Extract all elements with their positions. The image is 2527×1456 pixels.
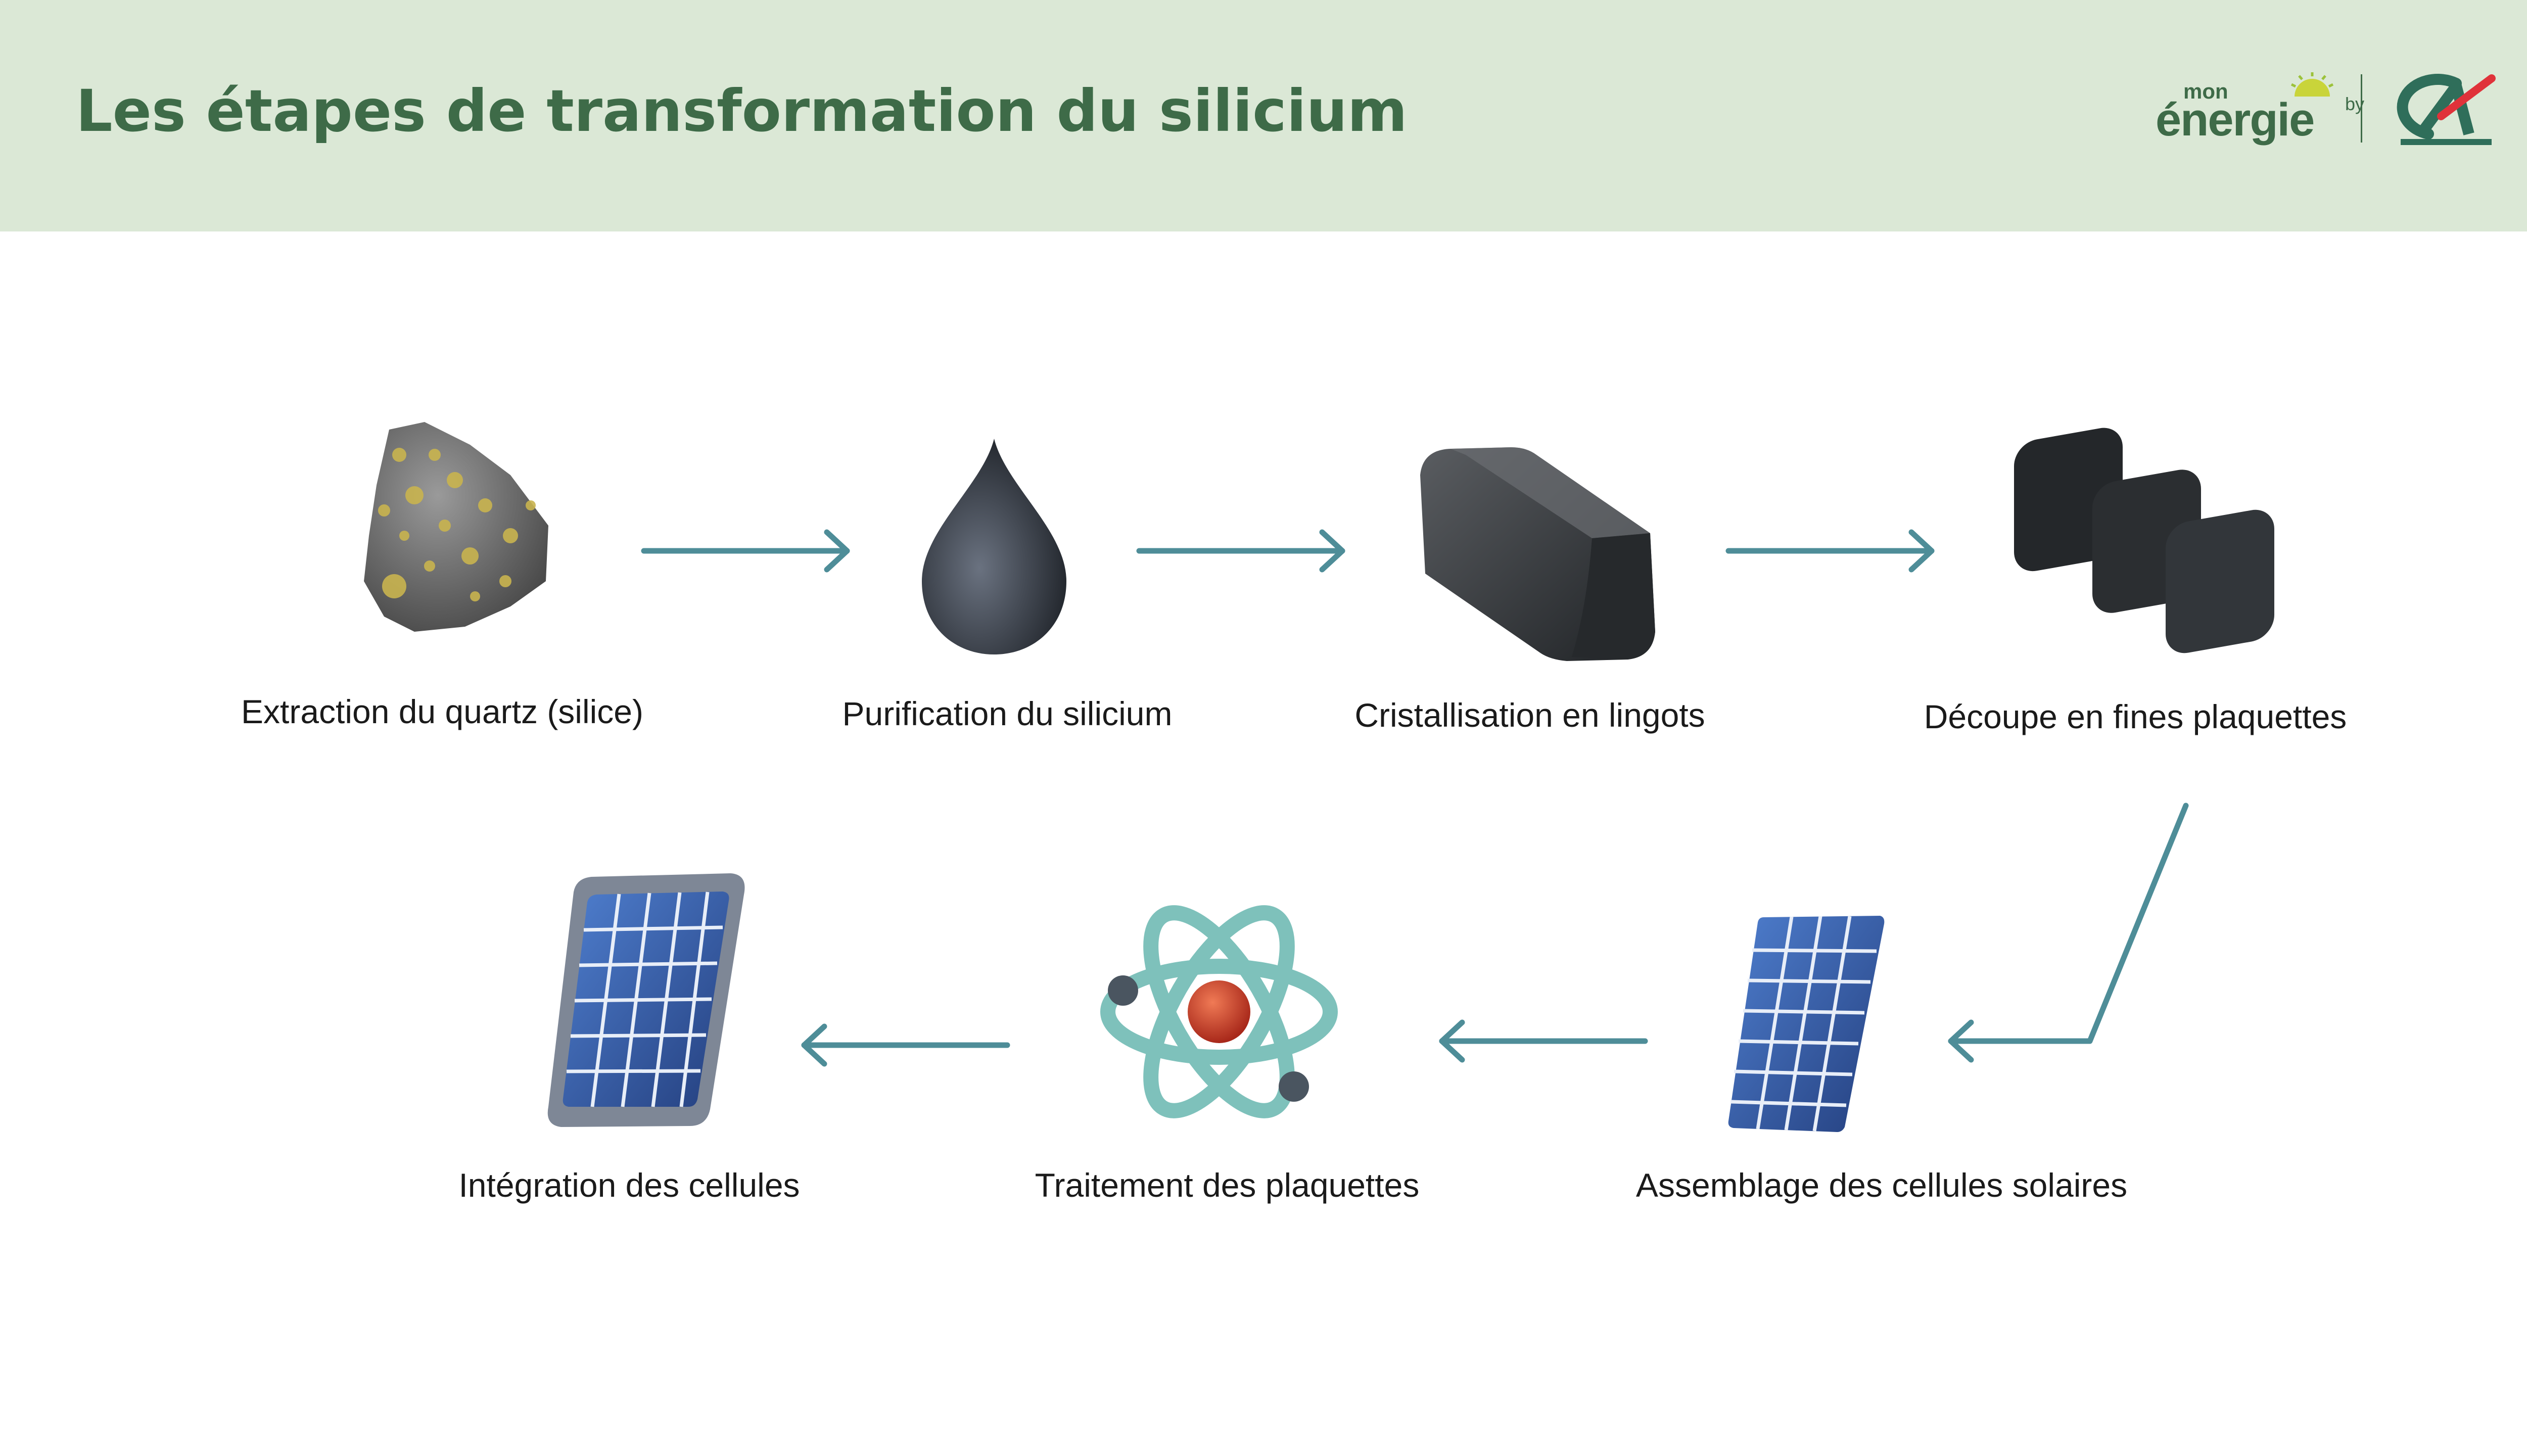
arrow-right-1: [641, 529, 850, 573]
arrow-down-left: [1948, 803, 2189, 1063]
ingot-icon: [1420, 447, 1655, 661]
arrow-left-5: [1439, 1019, 1648, 1063]
electron: [1279, 1071, 1309, 1102]
step-label-decoupe: Découpe en fines plaquettes: [1924, 698, 2347, 735]
mon-energie-logo: mon énergie by: [2145, 63, 2509, 152]
page-title: Les étapes de transformation du silicium: [76, 77, 1408, 145]
logo-energie-text: énergie: [2156, 94, 2315, 146]
arrow-left-6: [801, 1023, 1010, 1067]
atom-icon: [1100, 905, 1338, 1118]
sun-icon: [2290, 72, 2334, 97]
solar-panel-icon: [547, 873, 745, 1127]
quartz-rock-icon: [364, 422, 548, 632]
silicon-drop-icon: [922, 439, 1066, 654]
step-label-extraction: Extraction du quartz (silice): [241, 693, 643, 730]
arrow-right-3: [1725, 529, 1935, 573]
credit-agricole-logo-icon: [2397, 74, 2496, 145]
step-label-assemblage: Assemblage des cellules solaires: [1635, 1166, 2128, 1204]
logo-mon-text: mon: [2183, 79, 2228, 103]
atom-nucleus: [1188, 980, 1250, 1043]
header-banner: Les étapes de transformation du silicium…: [0, 0, 2527, 231]
step-label-purification: Purification du silicium: [842, 695, 1173, 732]
wafers-icon: [2014, 428, 2274, 653]
step-label-traitement: Traitement des plaquettes: [1035, 1166, 1420, 1204]
electron: [1108, 975, 1138, 1006]
step-label-integration: Intégration des cellules: [458, 1166, 800, 1204]
logo-divider: [2361, 74, 2362, 143]
arrow-right-2: [1136, 529, 1345, 573]
step-label-cristallisation: Cristallisation en lingots: [1354, 696, 1705, 734]
solar-cell-icon: [1728, 916, 1885, 1132]
